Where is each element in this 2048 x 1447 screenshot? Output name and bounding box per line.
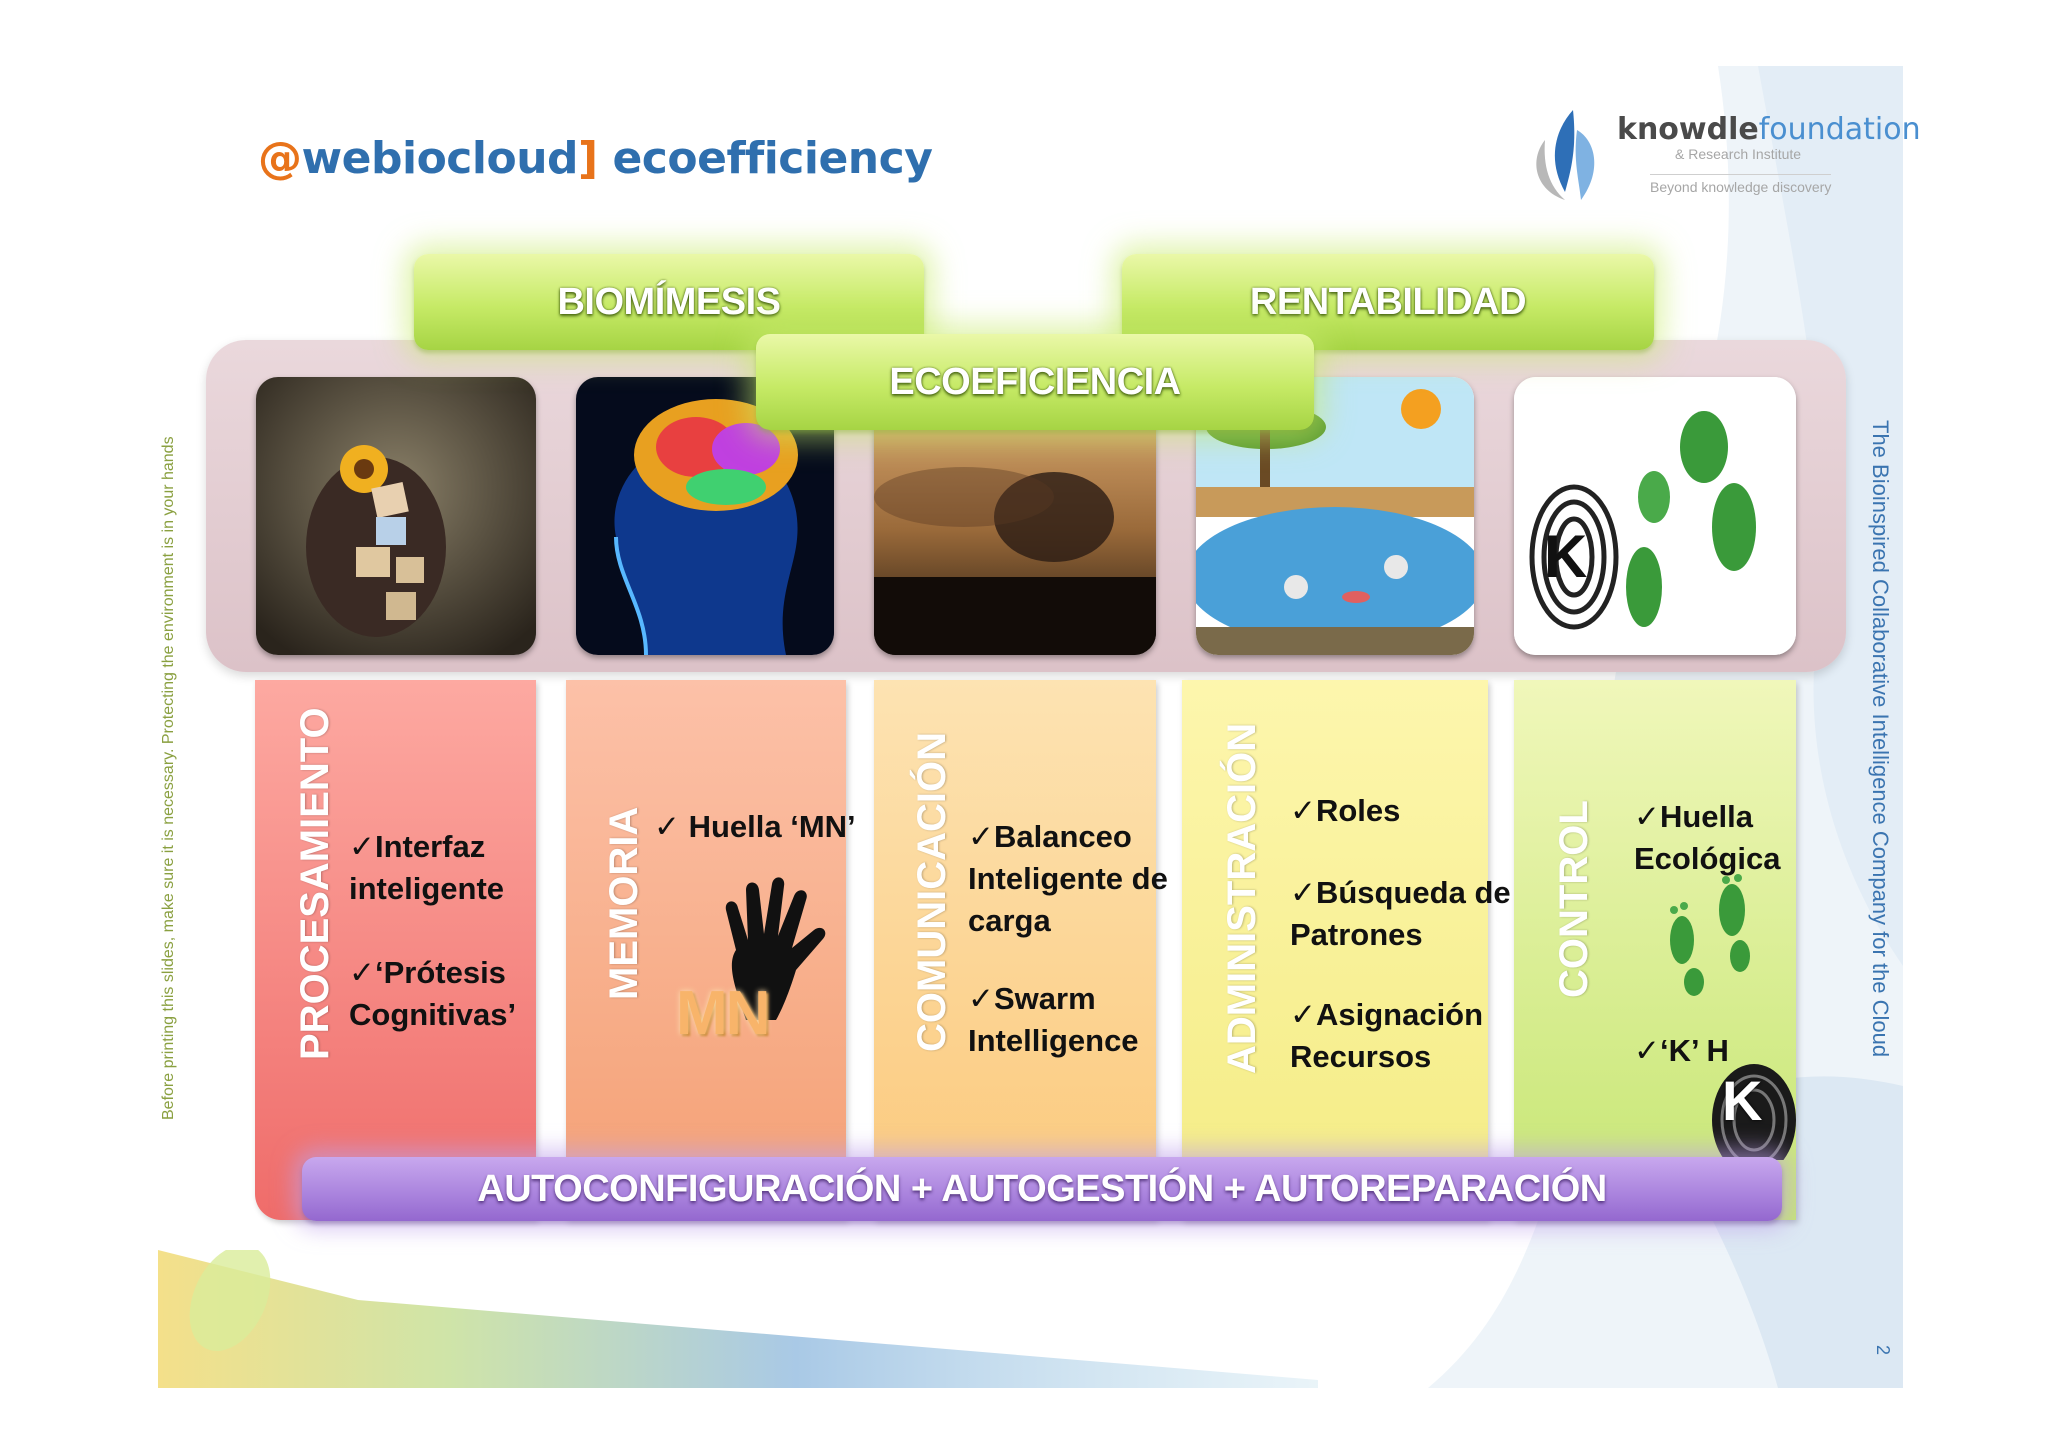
- k-badge: K: [1722, 1069, 1763, 1132]
- slide-title: @webiocloud] ecoefficiency: [258, 133, 933, 184]
- logo-tagline: Beyond knowledge discovery: [1650, 174, 1832, 195]
- bullet-item: ✓Roles: [1290, 793, 1401, 828]
- page-number: 2: [1873, 1345, 1893, 1356]
- bullet-item: ✓‘K’ H: [1634, 1033, 1729, 1068]
- logo-name: knowdlefoundation: [1617, 112, 1921, 147]
- column-title: ADMINISTRACIÓN: [1220, 722, 1264, 1074]
- column-title: COMUNICACIÓN: [910, 732, 954, 1052]
- ecoeficiencia-bar: ECOEFICIENCIA: [756, 334, 1314, 430]
- column-title: CONTROL: [1552, 800, 1596, 998]
- tile-head-collage: [256, 377, 536, 655]
- column-title: PROCESAMIENTO: [293, 707, 337, 1060]
- mn-badge: MN: [676, 979, 770, 1048]
- column-memoria: MEMORIA ✓ Huella ‘MN’ MN: [566, 680, 856, 1220]
- bullet-item: ✓ Huella ‘MN’: [654, 809, 856, 844]
- side-slogan-right: The Bioinspired Collaborative Intelligen…: [1868, 420, 1893, 1058]
- logo-subtitle: & Research Institute: [1675, 146, 1802, 162]
- tile-footprints: K: [1514, 377, 1796, 655]
- head-collage-image: [256, 377, 536, 655]
- butterfly-logo-icon: [1536, 110, 1595, 200]
- black-hand-icon: [725, 877, 826, 1020]
- svg-text:K: K: [1544, 523, 1587, 590]
- fingerprint-icon: [1712, 1064, 1796, 1160]
- side-note-left: Before printing this slides, make sure i…: [160, 436, 177, 1120]
- bottom-gradient-strip: [158, 1250, 1318, 1388]
- green-footprints-icon: [1670, 874, 1750, 996]
- knowdle-logo: knowdlefoundation & Research Institute B…: [1525, 100, 1921, 210]
- column-title: MEMORIA: [602, 806, 646, 1000]
- autoconfiguracion-bar: AUTOCONFIGURACIÓN + AUTOGESTIÓN + AUTORE…: [302, 1157, 1782, 1221]
- fingerprint-footprints-image: K: [1514, 377, 1796, 655]
